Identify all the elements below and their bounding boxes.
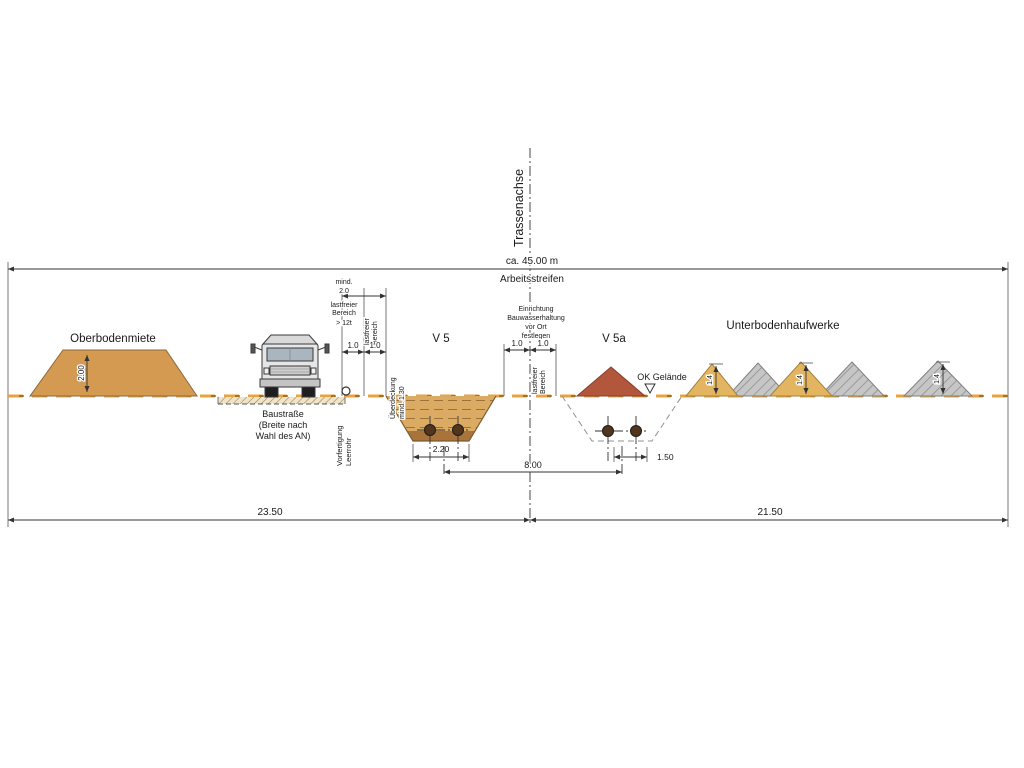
tan-pile-shape xyxy=(684,363,740,397)
gray-pile-shape xyxy=(902,360,974,397)
truck-icon xyxy=(250,334,330,398)
axis-spacing-dimension: 8.00 xyxy=(443,446,623,477)
topsoil-stockpile-shape xyxy=(29,349,198,397)
center-vertical-label-1: lastfreier xyxy=(532,366,539,394)
strip-dim-a: 1.0 xyxy=(347,341,359,350)
cover-depth-label-2: mind. 1.30 xyxy=(399,386,406,419)
trench-v5-fill xyxy=(386,396,496,441)
loadfree-vertical-label-2: Bereich xyxy=(372,321,379,345)
center-vertical-label-2: Bereich xyxy=(540,370,547,394)
conduit-icon xyxy=(341,386,351,396)
trench-v5: V 5 Überdeckung mind. 1.30 2.20 xyxy=(385,333,497,462)
pile-height-dim-2: 1.4 xyxy=(797,375,804,385)
loadfree-note-load: > 12t xyxy=(336,320,352,327)
spoil-pile-shape xyxy=(575,366,647,397)
dewatering-note-3: vor Ort xyxy=(525,324,546,331)
ground-level-marker: OK Gelände xyxy=(636,371,688,395)
prefab-label-2: Leerrohr xyxy=(344,437,353,466)
subsoil-stockpiles-label: Unterbodenhaufwerke xyxy=(726,320,839,332)
center-strip-dim-a: 1.0 xyxy=(511,339,523,348)
loadfree-note-line2: Bereich xyxy=(332,310,356,317)
prefab-label-1: Vorfertigung xyxy=(335,426,344,466)
trench-v5a-bottom-width: 1.50 xyxy=(657,452,674,462)
right-half-width: 21.50 xyxy=(757,507,782,518)
working-strip-label: Arbeitsstreifen xyxy=(500,274,564,285)
topsoil-stockpile-label: Oberbodenmiete xyxy=(70,333,156,345)
cover-depth-label-1: Überdeckung xyxy=(389,377,397,419)
pipe-icon xyxy=(424,424,436,436)
axis-spacing-value: 8.00 xyxy=(524,460,542,470)
trench-v5-bottom-width: 2.20 xyxy=(433,444,450,454)
spoil-pile-red xyxy=(575,366,647,397)
bottom-dimensions: 23.50 21.50 xyxy=(7,506,1008,523)
axis-label: Trassenachse xyxy=(512,169,526,247)
trench-v5a-label: V 5a xyxy=(602,333,626,345)
subsoil-stockpiles: Unterbodenhaufwerke 1.4 1.4 1.4 xyxy=(684,320,974,397)
construction-road: Baustraße (Breite nach Wahl des AN) xyxy=(217,397,346,442)
overall-width-value: ca. 45.00 m xyxy=(506,256,558,267)
topsoil-stockpile: Oberbodenmiete 2.00 xyxy=(29,333,198,397)
dewatering-note-4: festlegen xyxy=(522,333,551,340)
gray-pile-shape xyxy=(818,361,886,397)
trench-v5-bottom-layer xyxy=(405,431,475,441)
loadfree-note-value: 2.0 xyxy=(339,288,349,295)
stockpile-height-dim: 2.00 xyxy=(77,365,86,381)
pile-height-dim-3: 1.4 xyxy=(934,374,941,384)
ground-level-label: OK Gelände xyxy=(637,372,687,382)
gray-pile-shape xyxy=(726,362,790,397)
trench-v5-outline xyxy=(385,395,497,442)
strip-dim-b: 1.0 xyxy=(369,341,381,350)
trench-v5a-outline xyxy=(561,395,683,442)
loadfree-vertical-label-1: lastfreier xyxy=(364,317,371,345)
loadfree-note-line1: lastfreier xyxy=(331,302,359,309)
conduit-prefab: Vorfertigung Leerrohr xyxy=(334,386,354,467)
tan-pile-shape xyxy=(768,361,834,397)
center-section: Einrichtung Bauwasserhaltung vor Ort fes… xyxy=(503,305,566,396)
loadfree-note-mind: mind. xyxy=(335,279,352,286)
level-triangle-icon xyxy=(644,383,656,395)
road-label-1: Baustraße xyxy=(262,409,304,419)
left-half-width: 23.50 xyxy=(257,507,282,518)
dewatering-note-1: Einrichtung xyxy=(518,306,553,313)
trench-v5a: V 5a 1.50 xyxy=(561,333,683,463)
pipe-icon xyxy=(452,424,464,436)
center-strip-dim-b: 1.0 xyxy=(537,339,549,348)
pipe-icon xyxy=(630,425,642,437)
trassenachse-axis: Trassenachse xyxy=(512,148,531,524)
pipe-icon xyxy=(602,425,614,437)
road-label-3: Wahl des AN) xyxy=(256,431,311,441)
pile-height-dim-1: 1.4 xyxy=(707,375,714,385)
trench-v5-label: V 5 xyxy=(432,333,449,345)
dewatering-note-2: Bauwasserhaltung xyxy=(507,315,565,322)
road-label-2: (Breite nach xyxy=(259,420,308,430)
loadfree-zone-dimensions: mind. 2.0 lastfreier Bereich > 12t lastf… xyxy=(329,278,387,396)
road-surface-hatch xyxy=(218,397,345,404)
top-dimension: ca. 45.00 m Arbeitsstreifen xyxy=(7,255,1009,527)
